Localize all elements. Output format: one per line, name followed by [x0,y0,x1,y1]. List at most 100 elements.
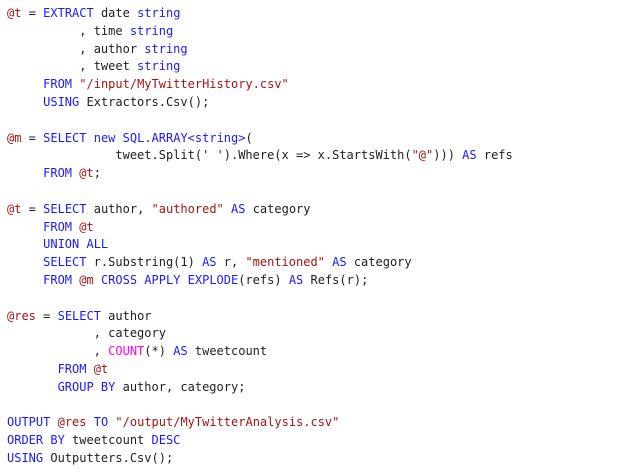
code-line: @m = SELECT new SQL.ARRAY<string>( [7,130,513,148]
text-token: date [93,6,138,20]
string-literal-token: "authored" [151,201,224,216]
keyword-token: string [144,41,188,56]
variable-token: @t [7,201,22,216]
keyword-token: FROM [43,272,73,287]
keyword-token: USING [43,94,80,109]
keyword-token: ORDER BY [7,433,65,448]
text-token [7,237,43,251]
keyword-token: FROM [43,77,73,92]
string-literal-token: "mentioned" [245,255,325,270]
keyword-token: CROSS APPLY EXPLODE [100,272,239,287]
code-line: USING Extractors.Csv(); [7,94,513,112]
string-literal-token: "@" [411,148,434,163]
keyword-token: SELECT [43,255,87,270]
code-line: FROM @t [7,361,513,379]
keyword-token: new [93,130,116,145]
text-token: tweet.Split(' ').Where(x => x.StartsWith… [7,148,412,163]
text-token [7,95,43,109]
text-token: tweetcount [187,344,268,359]
code-line [7,290,513,308]
keyword-token: string [137,6,181,20]
variable-token: @m [79,272,94,287]
keyword-token: AS [231,201,246,216]
text-token: = [21,130,44,145]
code-line: FROM "/input/MyTwitterHistory.csv" [7,76,513,94]
text-token: = [21,6,44,20]
text-token: category [245,201,311,216]
code-line: , COUNT(*) AS tweetcount [7,343,513,361]
keyword-token: FROM [43,219,73,234]
variable-token: @t [79,166,94,181]
code-line: , time string [7,23,513,41]
keyword-token: AS [288,272,304,287]
keyword-token: OUTPUT [7,415,51,430]
keyword-token: SELECT [57,308,101,323]
text-token [50,415,57,429]
variable-token: @t [93,361,109,376]
text-token: = [35,308,58,323]
text-token [224,202,231,216]
text-token [87,415,94,429]
text-token: author, category; [115,379,246,394]
code-line: ORDER BY tweetcount DESC [7,432,513,450]
code-line: FROM @t [7,219,513,237]
keyword-token: SELECT [43,130,87,145]
text-token: , tweet [7,59,138,74]
code-line [7,183,513,201]
code-line: , tweet string [7,58,513,76]
text-token: , author [7,41,145,56]
keyword-token: SELECT [43,201,87,216]
text-token: (refs) [238,272,289,287]
text-token: tweetcount [64,433,152,448]
text-token [7,166,43,180]
text-token [86,362,93,376]
string-literal-token: "/output/MyTwitterAnalysis.csv" [115,415,340,430]
code-line: UNION ALL [7,236,513,254]
keyword-token: string [129,23,174,38]
keyword-token: FROM [57,361,87,376]
text-token: Refs(r); [303,272,369,287]
keyword-token: GROUP BY [57,379,116,394]
text-token: , [7,344,109,359]
text-token [115,131,122,145]
code-line: USING Outputters.Csv(); [7,450,513,468]
text-token: r, [216,255,246,270]
text-token: ( [245,130,253,145]
variable-token: @t [79,219,94,234]
text-token [94,273,101,287]
code-line: GROUP BY author, category; [7,379,513,397]
text-token: ; [93,166,101,181]
code-line: OUTPUT @res TO "/output/MyTwitterAnalysi… [7,414,513,432]
code-line [7,397,513,415]
code-line: , author string [7,41,513,59]
text-token: , category [7,326,166,341]
keyword-token: UNION ALL [43,237,109,252]
text-token: (*) [144,344,174,359]
code-line: tweet.Split(' ').Where(x => x.StartsWith… [7,147,512,165]
text-token: = [21,201,44,216]
keyword-token: USING [7,450,44,465]
code-line: FROM @t; [7,165,513,183]
code-line: SELECT r.Substring(1) AS r, "mentioned" … [7,254,513,272]
keyword-token: FROM [43,166,73,181]
variable-token: @res [7,308,36,323]
variable-token: @res [57,415,87,430]
keyword-token: DESC [151,433,181,448]
text-token [7,255,43,269]
text-token: , time [7,23,130,38]
keyword-token: EXTRACT [43,6,94,20]
text-token: category [346,255,412,270]
text-token [7,362,58,376]
keyword-token: AS [202,255,217,270]
keyword-token: AS [462,148,477,163]
text-token: author, [86,201,152,216]
code-line: @t = EXTRACT date string [7,5,513,23]
variable-token: @t [7,6,22,20]
code-line: FROM @m CROSS APPLY EXPLODE(refs) AS Ref… [7,272,513,290]
text-token: author [100,308,152,323]
text-token: Outputters.Csv(); [43,450,174,465]
function-token: COUNT [108,344,145,359]
keyword-token: AS [332,255,347,270]
code-editor[interactable]: @t = EXTRACT date string , time string ,… [7,5,513,468]
code-line: , category [7,325,513,343]
